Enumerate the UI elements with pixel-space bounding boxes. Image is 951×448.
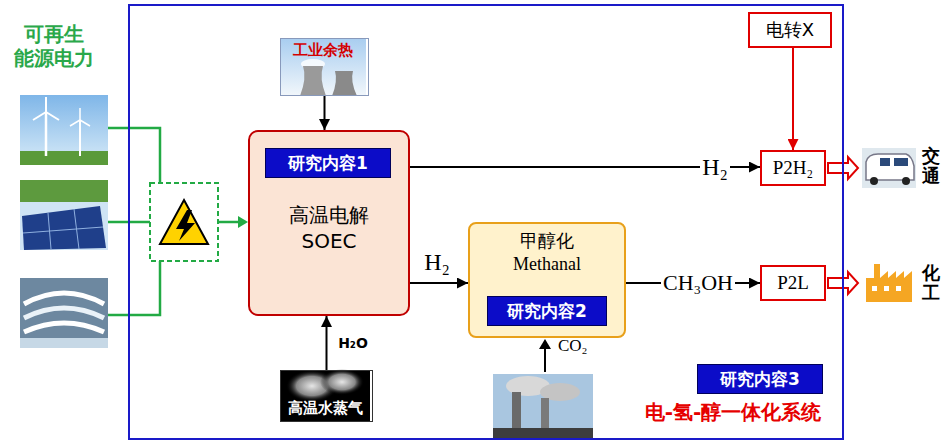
research-tag: 研究内容2 xyxy=(487,296,607,326)
chimney-photo xyxy=(493,428,593,438)
wind-farm-photo xyxy=(33,112,46,120)
co2-arrow xyxy=(544,348,546,372)
steam-photo xyxy=(280,370,370,422)
node-text: P2L xyxy=(777,272,809,295)
van-icon xyxy=(862,148,916,188)
flow-label: H₂ xyxy=(700,154,730,180)
hydro-dam-photo xyxy=(24,293,104,304)
flow-label: CH₃OH xyxy=(661,271,735,295)
cooling-tower-photo xyxy=(280,38,366,96)
solar-panel-photo xyxy=(20,180,108,202)
research-tag: 研究内容1 xyxy=(265,148,391,178)
grid-switch-symbol xyxy=(150,183,218,261)
van-icon xyxy=(894,158,908,166)
methanol-box: 甲醇化 Methanal 研究内容2 xyxy=(468,222,626,338)
input-label: CO₂ xyxy=(558,336,588,356)
factory-icon xyxy=(884,286,889,291)
wind-farm-photo xyxy=(20,95,108,165)
wind-farm-photo xyxy=(45,97,47,112)
section-heading: 可再生 能源电力 xyxy=(14,22,94,70)
power-wire xyxy=(218,221,239,224)
steam-photo xyxy=(280,369,370,422)
hydro-dam-photo xyxy=(20,278,108,348)
node-text: 研究内容1 xyxy=(288,153,368,173)
power-wire xyxy=(108,128,160,183)
power-wire xyxy=(108,261,160,315)
hydro-dam-photo xyxy=(24,323,104,332)
van-icon xyxy=(902,177,910,185)
factory-icon xyxy=(866,264,912,302)
product-box: P2L xyxy=(760,265,826,301)
node-text: 高温水蒸气 xyxy=(281,399,369,417)
sector-label: 交通 xyxy=(922,146,940,186)
cooling-tower-photo xyxy=(300,66,326,96)
node-text: 甲醇化 Methanal xyxy=(492,230,602,277)
sector-label: 化工 xyxy=(922,263,940,303)
wind-farm-photo xyxy=(79,120,81,156)
wind-farm-photo xyxy=(45,112,48,156)
hydro-dam-photo xyxy=(20,338,108,348)
product-box: P2H₂ xyxy=(760,150,826,186)
node-text: 研究内容3 xyxy=(720,369,800,389)
solar-panel-photo xyxy=(20,180,108,250)
wind-farm-photo xyxy=(80,120,90,126)
chimney-photo xyxy=(493,374,593,438)
node-text: P2H₂ xyxy=(773,157,813,180)
chimney-photo xyxy=(493,374,593,438)
flow-arrow xyxy=(792,48,794,150)
flow-arrow xyxy=(326,316,328,370)
solar-panel-photo xyxy=(20,180,108,250)
node-text: 高温电解 SOEC xyxy=(274,202,384,254)
flow-arrow xyxy=(410,282,468,284)
process-box: 电转X xyxy=(748,12,832,48)
heat-source-box: 工业余热 xyxy=(280,38,369,96)
wind-farm-photo xyxy=(20,95,108,165)
solar-panel-photo xyxy=(23,227,103,233)
co2-arrow xyxy=(539,339,551,349)
node-text: 研究内容2 xyxy=(507,301,587,321)
power-wire xyxy=(238,216,248,228)
system-frame: 电-氢-醇一体化系统 电转X 工业余热高温电解 SOEC 研究内容1 P2H₂ 甲醇化 M… xyxy=(128,4,844,440)
van-icon xyxy=(880,158,890,166)
van-icon xyxy=(870,177,878,185)
hydro-dam-photo xyxy=(24,308,104,318)
grid-switch-symbol xyxy=(176,210,195,241)
cooling-tower-photo xyxy=(280,38,366,96)
van-icon xyxy=(862,148,916,188)
co2-arrow xyxy=(539,339,551,372)
wind-farm-photo xyxy=(46,112,59,120)
flow-label: H₂O xyxy=(336,336,370,351)
node-text: 工业余热 xyxy=(281,41,365,59)
grid-switch-symbol xyxy=(160,200,208,244)
steam-photo xyxy=(320,369,364,395)
electrolysis-box: 高温电解 SOEC 研究内容1 xyxy=(248,130,410,316)
cooling-tower-photo xyxy=(332,71,357,96)
solar-panel-photo xyxy=(22,206,106,250)
flow-label: H₂ xyxy=(422,249,452,275)
factory-icon xyxy=(896,286,901,291)
steam-source-box: 高温水蒸气 xyxy=(280,370,373,422)
wind-farm-photo xyxy=(20,151,108,165)
wind-farm-photo xyxy=(79,108,81,120)
van-icon xyxy=(866,154,914,180)
hydro-dam-photo xyxy=(20,278,108,348)
research-tag: 研究内容3 xyxy=(697,364,823,394)
flow-arrow xyxy=(324,96,326,130)
grid-switch-symbol xyxy=(150,183,218,261)
factory-icon xyxy=(872,286,877,291)
node-text: 电-氢-醇一体化系统 xyxy=(628,400,838,424)
factory-icon xyxy=(866,264,912,302)
node-text: 电转X xyxy=(766,19,814,41)
wind-farm-photo xyxy=(70,120,80,126)
